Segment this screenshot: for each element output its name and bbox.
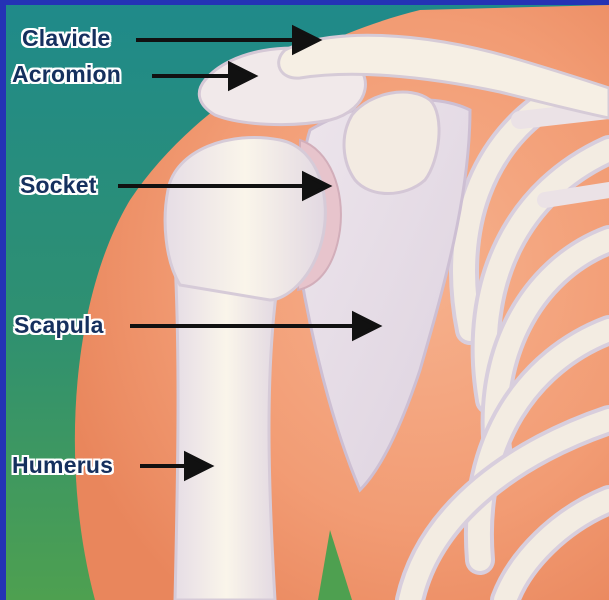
acromion-arrow-icon	[230, 64, 254, 88]
acromion-label: Acromion	[12, 63, 121, 86]
scapula-arrow-icon	[354, 314, 378, 338]
scapula-label: Scapula	[14, 314, 104, 337]
socket-label: Socket	[20, 174, 97, 197]
socket-arrow-icon	[304, 174, 328, 198]
clavicle-arrow-icon	[294, 28, 318, 52]
clavicle-label: Clavicle	[22, 27, 111, 50]
humerus-arrow-icon	[186, 454, 210, 478]
humerus-label: Humerus	[12, 454, 113, 477]
